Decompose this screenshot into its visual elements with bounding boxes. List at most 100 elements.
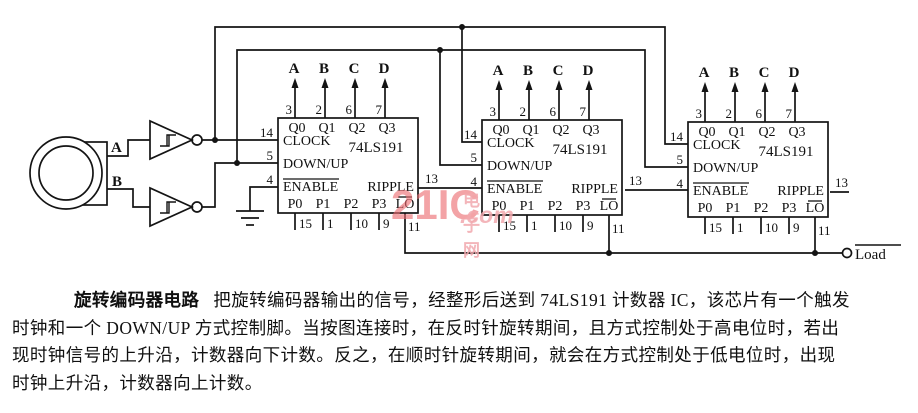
clock-pin-number: 14 xyxy=(464,127,478,142)
q3-label: Q3 xyxy=(378,121,395,136)
pin-number-p1: 1 xyxy=(327,216,334,231)
rotary-encoder-symbol xyxy=(29,136,108,210)
enable-pin-number: 4 xyxy=(267,172,274,187)
pin-number-p2: 10 xyxy=(559,218,572,233)
p1-label: P1 xyxy=(520,199,535,214)
q0-label: Q0 xyxy=(288,121,305,136)
pin-number-p0: 15 xyxy=(709,220,722,235)
pin-number-load: 11 xyxy=(408,219,421,234)
enable-pin-number: 4 xyxy=(471,174,478,189)
pin-number-q2: 6 xyxy=(756,106,763,121)
p2-label: P2 xyxy=(344,197,359,212)
downup-label: DOWN/UP xyxy=(693,161,759,176)
pin-number-q2: 6 xyxy=(346,102,353,117)
pin-number-p3: 9 xyxy=(587,218,594,233)
output-letter-d: D xyxy=(583,63,594,79)
p0-label: P0 xyxy=(492,199,507,214)
ripple-pin-number: 13 xyxy=(629,173,642,188)
output-arrows xyxy=(701,82,799,122)
downup-bus xyxy=(236,49,688,168)
q2-label: Q2 xyxy=(348,121,365,136)
p1-label: P1 xyxy=(726,201,741,216)
q1-label: Q1 xyxy=(522,123,539,138)
clock-label: CLOCK xyxy=(283,134,330,149)
pin-number-p0: 15 xyxy=(299,216,312,231)
circuit-diagram: A B xyxy=(29,24,901,263)
clock-bus xyxy=(214,26,688,145)
ripple-pin-number: 13 xyxy=(835,175,848,190)
pin-number-p1: 1 xyxy=(531,218,538,233)
q3-label: Q3 xyxy=(582,123,599,138)
pin-number-p3: 9 xyxy=(383,216,390,231)
encoder-a-wire xyxy=(107,139,150,157)
downup-pin-number: 5 xyxy=(471,150,478,165)
q3-label: Q3 xyxy=(788,125,805,140)
encoder-b-wire xyxy=(107,188,150,208)
caption-line-2: 时钟和一个 DOWN/UP 方式控制脚。当按图连接时，在反时针旋转期间，且方式控… xyxy=(12,317,840,338)
pin-number-p2: 10 xyxy=(355,216,368,231)
pin-number-q0: 3 xyxy=(696,106,703,121)
caption-line-3: 现时钟信号的上升沿，计数器向下计数。反之，在顺时针旋转期间，就会在方式控制处于低… xyxy=(12,345,836,365)
q2-label: Q2 xyxy=(552,123,569,138)
p0-label: P0 xyxy=(698,201,713,216)
output-letter-a: A xyxy=(699,65,710,81)
schmitt-inverter-b xyxy=(149,186,203,228)
preset-stubs xyxy=(294,213,380,230)
ic-name: 74LS191 xyxy=(348,140,403,156)
pin-number-q3: 7 xyxy=(786,106,793,121)
clock-label: CLOCK xyxy=(487,136,534,151)
load-bus xyxy=(404,213,842,254)
preset-stubs xyxy=(498,215,584,232)
pin-number-q3: 7 xyxy=(580,104,587,119)
ic-body xyxy=(687,121,829,218)
clock-label: CLOCK xyxy=(693,138,740,153)
pin-number-load: 11 xyxy=(612,221,625,236)
ic-74ls191-1: A B C D 3 2 6 7 Q0 Q1 Q2 Q3 xyxy=(260,61,438,234)
output-arrows xyxy=(495,80,593,120)
q2-label: Q2 xyxy=(758,125,775,140)
q0-label: Q0 xyxy=(492,123,509,138)
preset-stubs xyxy=(704,217,790,234)
output-letter-b: B xyxy=(729,65,739,81)
downup-label: DOWN/UP xyxy=(487,159,553,174)
q0-label: Q0 xyxy=(698,125,715,140)
encoder-output-b-label: B xyxy=(112,174,122,190)
ic-name: 74LS191 xyxy=(758,144,813,160)
q1-label: Q1 xyxy=(318,121,335,136)
p0-label: P0 xyxy=(288,197,303,212)
output-letter-c: C xyxy=(349,61,360,77)
enable-label: ENABLE xyxy=(693,184,748,199)
pin-number-p2: 10 xyxy=(765,220,778,235)
enable-pin-number: 4 xyxy=(677,176,684,191)
caption-line-4: 时钟上升沿，计数器向上计数。 xyxy=(12,372,263,393)
pin-number-q0: 3 xyxy=(286,102,293,117)
pin-number-q1: 2 xyxy=(726,106,733,121)
caption-line-1: 把旋转编码器输出的信号，经整形后送到 74LS191 计数器 IC，该芯片有一个… xyxy=(213,290,850,310)
output-letter-a: A xyxy=(289,61,300,77)
ground-symbol-icon xyxy=(236,210,264,226)
q1-label: Q1 xyxy=(728,125,745,140)
output-letter-c: C xyxy=(759,65,770,81)
load-terminal-label: Load xyxy=(855,247,886,263)
wires xyxy=(107,26,849,254)
junction-dots xyxy=(212,24,818,256)
p3-label: P3 xyxy=(372,197,387,212)
ic-body xyxy=(277,117,419,214)
pin-number-load: 11 xyxy=(818,223,831,238)
ic-body xyxy=(481,119,623,216)
downup-wire-ic1 xyxy=(202,162,278,208)
caption-title: 旋转编码器电路 xyxy=(74,290,200,310)
hysteresis-icon xyxy=(160,134,176,147)
pin-number-p0: 15 xyxy=(503,218,516,233)
output-letter-c: C xyxy=(553,63,564,79)
pin-number-q1: 2 xyxy=(520,104,527,119)
hysteresis-icon xyxy=(160,201,176,214)
ic-74ls191-3: A B C D 3 2 6 7 Q0 Q1 Q2 Q3 xyxy=(670,65,848,238)
enable1-to-ground xyxy=(249,186,278,211)
ripple-label: RIPPLE xyxy=(777,184,824,199)
ripple-label: RIPPLE xyxy=(367,180,414,195)
downup-label: DOWN/UP xyxy=(283,157,349,172)
enable-label: ENABLE xyxy=(487,182,542,197)
load-pin-label: LO xyxy=(396,197,415,212)
output-letter-a: A xyxy=(493,63,504,79)
